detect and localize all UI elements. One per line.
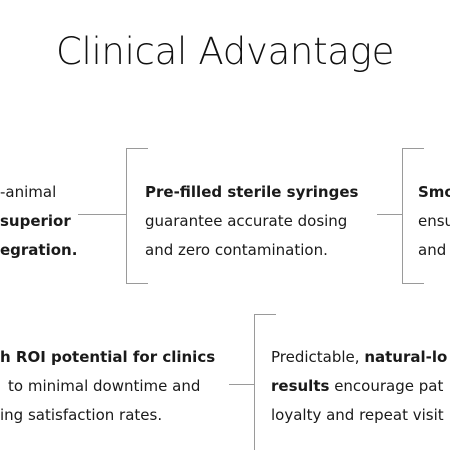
card-line-bold: egration. — [0, 241, 78, 259]
bracket-vertical — [126, 148, 127, 283]
card-line-text: Predictable, — [271, 348, 365, 366]
card-line-text: encourage pat — [329, 377, 444, 395]
connector-line — [78, 214, 126, 215]
card-line-bold: Smo — [418, 183, 450, 201]
card-line: and zero contamination. — [145, 241, 328, 259]
card-line-bold: superior — [0, 212, 71, 230]
card-roi-potential: h ROI potential for clinics to minimal d… — [0, 343, 215, 430]
bracket-top — [126, 148, 148, 149]
card-line: -animal — [0, 183, 57, 201]
bracket-top — [254, 314, 276, 315]
page-title: Clinical Advantage — [55, 30, 395, 73]
card-line-bold: Pre-filled sterile syringes — [145, 183, 359, 201]
bracket-vertical — [402, 148, 403, 283]
card-line: ing satisfaction rates. — [0, 406, 163, 424]
card-line-bold: natural-lo — [364, 348, 448, 366]
card-line: loyalty and repeat visit — [271, 406, 444, 424]
bracket-top — [402, 148, 424, 149]
card-line: egration. — [0, 236, 77, 265]
card-line: superior — [0, 207, 77, 236]
card-line: to minimal downtime and — [8, 377, 201, 395]
card-line: h ROI potential for clinics — [0, 343, 215, 372]
connector-line — [229, 384, 254, 385]
card-line: guarantee accurate dosing — [145, 212, 348, 230]
card-line: results encourage pat — [271, 372, 447, 401]
card-line: Predictable, natural-lo — [271, 343, 447, 372]
bracket-vertical — [254, 314, 255, 450]
connector-line — [377, 214, 402, 215]
card-prefilled-syringes: Pre-filled sterile syringes guarantee ac… — [145, 178, 358, 265]
card-line: Smo — [418, 178, 450, 207]
card-line: and — [418, 241, 447, 259]
card-line: ensu — [418, 212, 450, 230]
card-natural-results: Predictable, natural-lo results encourag… — [271, 343, 447, 430]
bracket-bottom — [126, 283, 148, 284]
card-line: Pre-filled sterile syringes — [145, 178, 358, 207]
card-line-bold: h ROI potential for clinics — [0, 348, 216, 366]
card-line-bold: results — [271, 377, 330, 395]
bracket-bottom — [402, 283, 424, 284]
card-animal-origin: -animal superior egration. — [0, 178, 77, 265]
card-smooth: Smo ensu and — [418, 178, 450, 265]
